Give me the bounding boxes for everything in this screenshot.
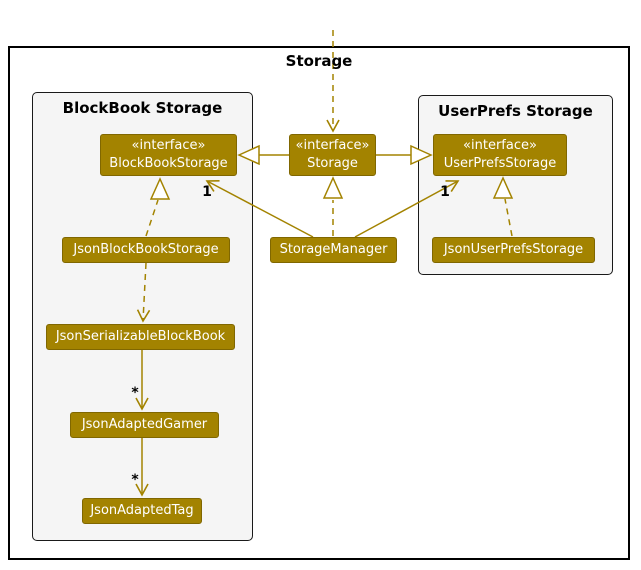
userprefs-storage-frame-title: UserPrefs Storage xyxy=(438,102,593,120)
extension-arrow-storage-to-userprefsstorage xyxy=(376,144,433,166)
realization-arrow-jsonuserprefsstorage-to-userprefsstorage xyxy=(492,176,514,237)
association-arrow-storagemanager-to-userprefsstorage xyxy=(354,180,460,238)
interface-userprefsstorage-node: «interface» UserPrefsStorage xyxy=(433,134,567,176)
interface-stereotype: «interface» xyxy=(463,138,537,153)
class-jsonuserprefsstorage-node: JsonUserPrefsStorage xyxy=(432,237,595,263)
multiplicity-label-jsonadaptedgamer: * xyxy=(131,385,139,401)
interface-stereotype: «interface» xyxy=(295,138,370,153)
interface-name: UserPrefsStorage xyxy=(443,156,557,171)
blockbook-storage-frame-title: BlockBook Storage xyxy=(62,99,223,117)
realization-arrow-jsonblockbookstorage-to-blockbookstorage xyxy=(145,177,171,237)
multiplicity-label-userprefsstorage: 1 xyxy=(440,184,450,200)
interface-blockbookstorage-node: «interface» BlockBookStorage xyxy=(100,134,237,176)
multiplicity-label-jsonadaptedtag: * xyxy=(131,472,139,488)
interface-storage-node: «interface» Storage xyxy=(289,134,376,176)
realization-arrow-storagemanager-to-storage xyxy=(322,176,344,236)
class-storagemanager-node: StorageManager xyxy=(270,237,397,263)
interface-name: Storage xyxy=(307,156,358,171)
class-jsonserializableblockbook-node: JsonSerializableBlockBook xyxy=(46,324,235,350)
storage-frame-title: Storage xyxy=(285,52,353,70)
class-jsonadaptedtag-node: JsonAdaptedTag xyxy=(82,498,202,524)
interface-stereotype: «interface» xyxy=(131,138,206,153)
class-jsonadaptedgamer-node: JsonAdaptedGamer xyxy=(70,412,219,438)
extension-arrow-storage-to-blockbookstorage xyxy=(237,144,289,166)
multiplicity-label-blockbookstorage: 1 xyxy=(202,184,212,200)
dependency-arrow-jsonblockbookstorage-to-jsonserializableblockbook xyxy=(136,262,151,323)
class-jsonblockbookstorage-node: JsonBlockBookStorage xyxy=(62,237,230,263)
interface-name: BlockBookStorage xyxy=(109,156,228,171)
association-arrow-storagemanager-to-blockbookstorage xyxy=(205,180,314,238)
